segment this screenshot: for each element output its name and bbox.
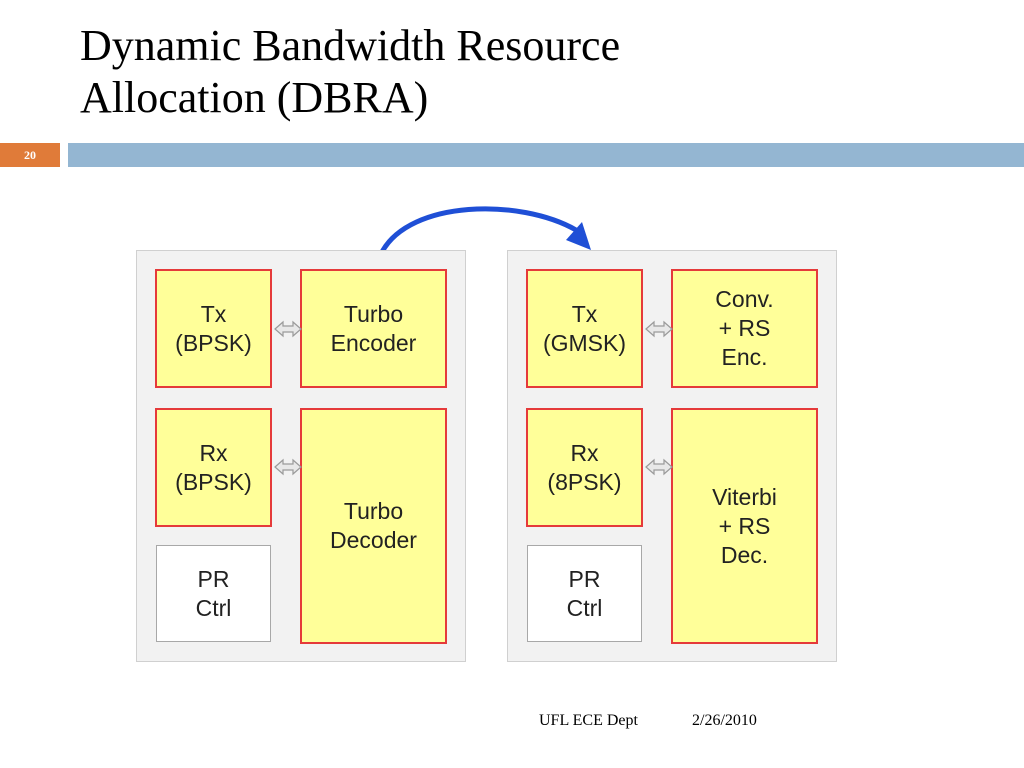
block-label: + RS	[718, 512, 771, 539]
block-label: Dec.	[720, 541, 769, 568]
turbo-decoder-block: Turbo Decoder	[300, 408, 447, 644]
pr-ctrl-block: PR Ctrl	[527, 545, 642, 642]
block-label: Viterbi	[712, 483, 777, 510]
conv-rs-encoder-block: Conv. + RS Enc.	[671, 269, 818, 388]
block-label: Tx	[571, 300, 598, 327]
block-label: Rx	[570, 439, 599, 466]
block-label: Decoder	[330, 527, 417, 553]
block-label: Tx	[200, 300, 227, 327]
block-label: Turbo	[343, 498, 404, 524]
fpga-config-left: Tx (BPSK) Turbo Encoder Rx (BPSK) Turbo …	[136, 250, 466, 662]
block-label: + RS	[718, 315, 771, 341]
double-arrow-icon	[645, 320, 673, 338]
turbo-encoder-block: Turbo Encoder	[300, 269, 447, 388]
block-label: Conv.	[715, 286, 774, 312]
fpga-config-right: Tx (GMSK) Conv. + RS Enc. Rx (8PSK) Vite…	[507, 250, 837, 662]
footer-dept: UFL ECE Dept	[539, 712, 638, 729]
rx-bpsk-block: Rx (BPSK)	[155, 408, 272, 527]
block-label: Rx	[199, 439, 228, 466]
block-label: Encoder	[330, 329, 417, 356]
double-arrow-icon	[645, 458, 673, 476]
block-label: (BPSK)	[175, 468, 252, 495]
header-bar	[68, 143, 1024, 167]
title-line-1: Dynamic Bandwidth Resource	[80, 21, 621, 70]
block-label: Turbo	[343, 300, 404, 327]
block-label: Ctrl	[195, 594, 232, 621]
block-label: Enc.	[721, 344, 768, 370]
viterbi-rs-decoder-block: Viterbi + RS Dec.	[671, 408, 818, 644]
block-label: Ctrl	[566, 594, 603, 621]
block-label: (BPSK)	[175, 329, 252, 356]
title-line-2: Allocation (DBRA)	[80, 73, 429, 122]
tx-bpsk-block: Tx (BPSK)	[155, 269, 272, 388]
block-label: (GMSK)	[542, 329, 627, 356]
pr-ctrl-block: PR Ctrl	[156, 545, 271, 642]
double-arrow-icon	[274, 458, 302, 476]
slide-number: 20	[0, 143, 60, 167]
block-label: (8PSK)	[547, 468, 622, 495]
tx-gmsk-block: Tx (GMSK)	[526, 269, 643, 388]
double-arrow-icon	[274, 320, 302, 338]
block-label: PR	[197, 565, 230, 592]
footer-date: 2/26/2010	[692, 712, 757, 729]
reconfiguration-arrow	[379, 206, 591, 255]
slide-title: Dynamic Bandwidth Resource Allocation (D…	[80, 20, 980, 124]
rx-8psk-block: Rx (8PSK)	[526, 408, 643, 527]
block-label: PR	[568, 565, 601, 592]
